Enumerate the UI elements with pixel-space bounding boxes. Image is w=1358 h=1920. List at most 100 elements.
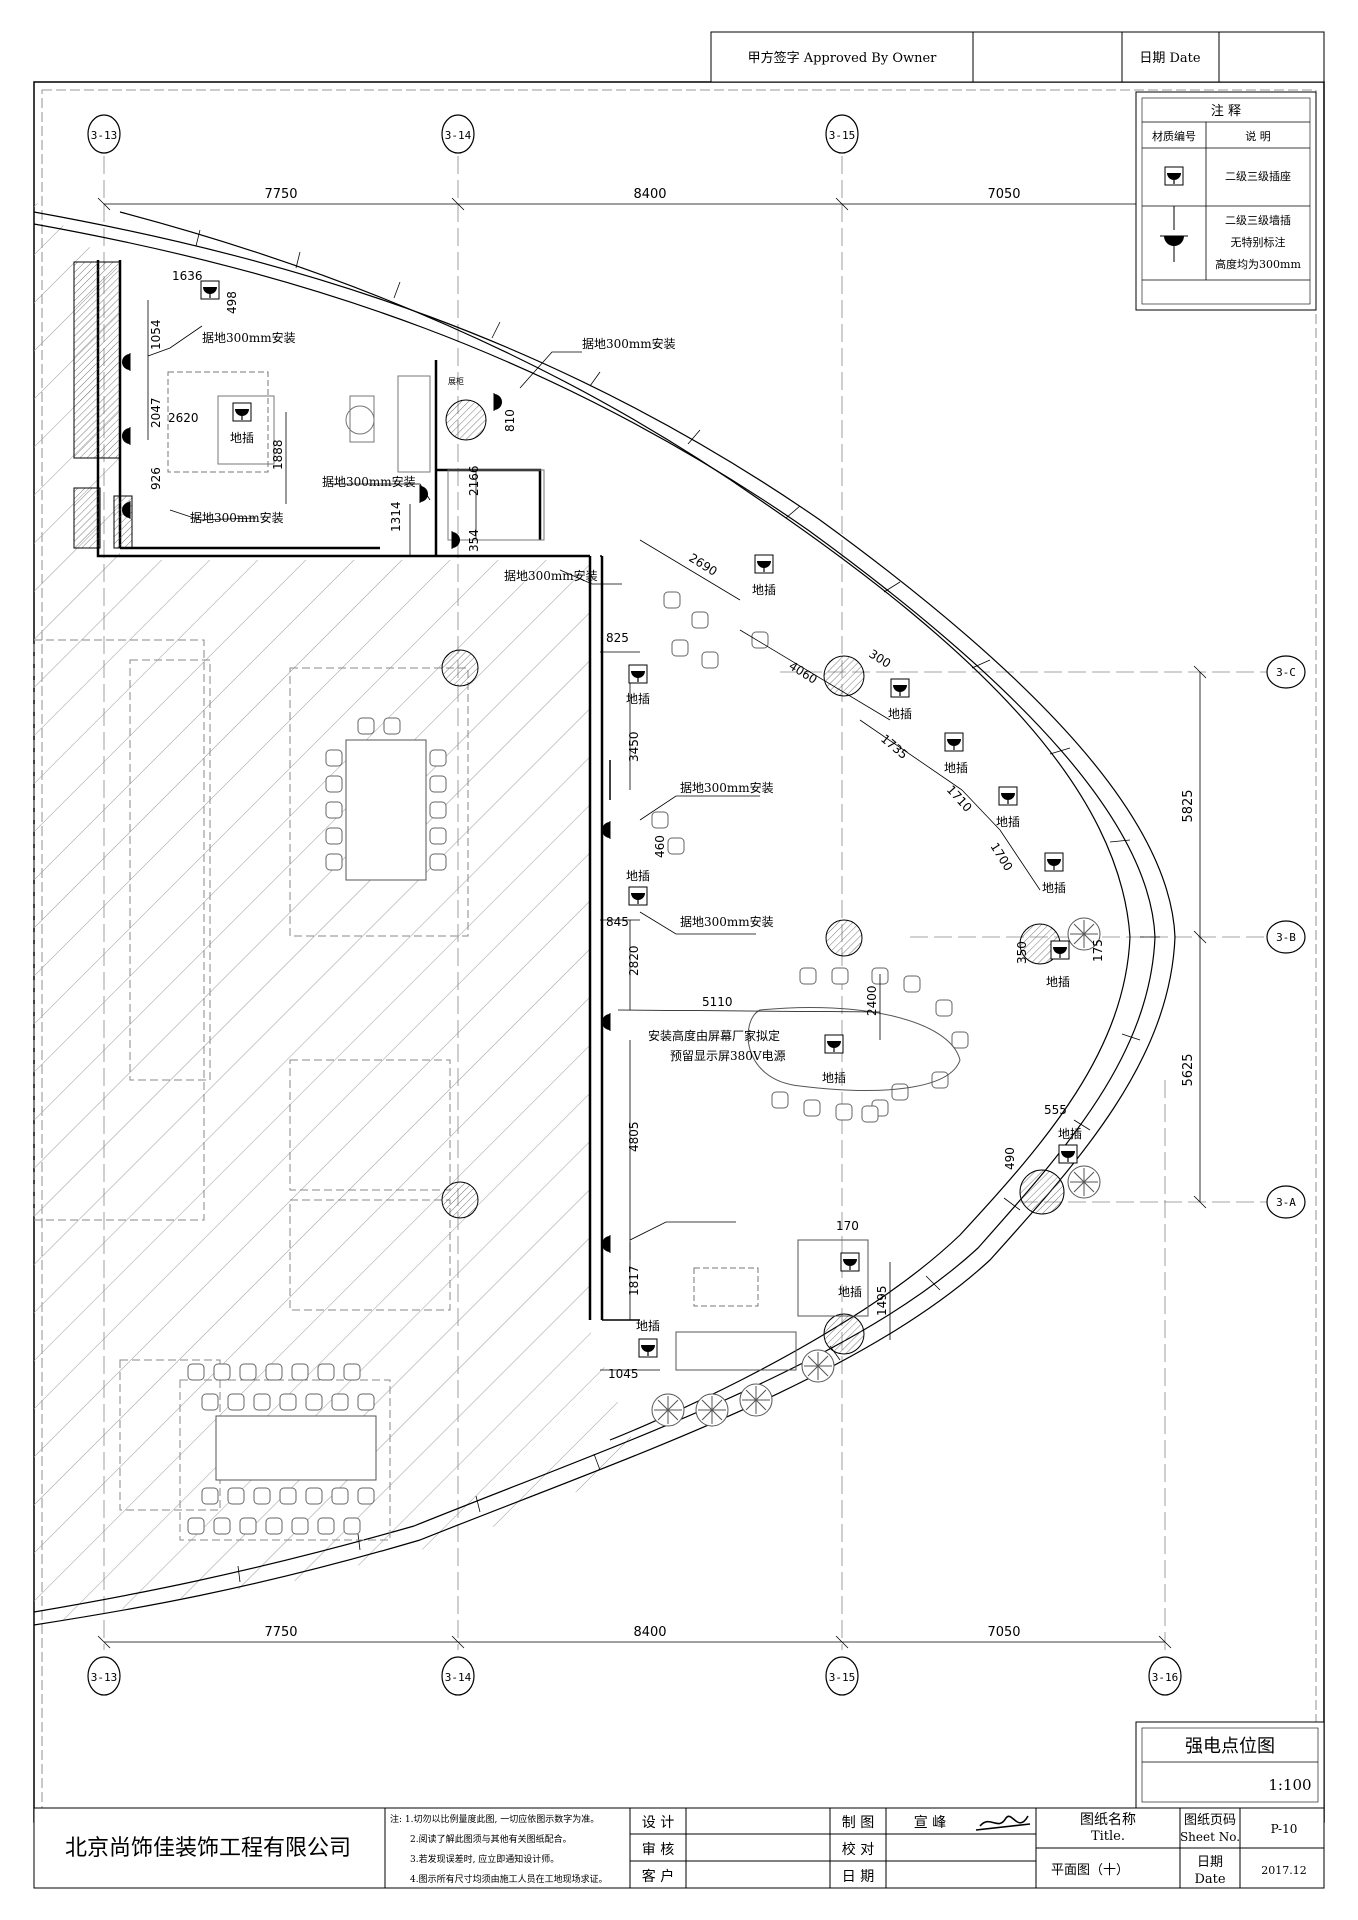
date-value: 2017.12 [1261,1864,1307,1877]
check-label: 校 对 [842,1841,874,1858]
dimension-label: 8400 [633,187,666,202]
approval-box [710,31,1325,83]
review-label: 审 核 [642,1842,674,1858]
legend-title: 注 释 [1211,104,1241,119]
floor-socket-label: 地插 [626,869,650,883]
dimension-label: 825 [606,631,629,645]
grid-label: 3-15 [829,1671,856,1684]
legend-row2-line1: 二级三级墙插 [1225,213,1291,227]
legend-row2-line3: 高度均为300mm [1215,257,1301,271]
install-note: 据地300mm安装 [582,336,676,351]
title-value: 平面图（十） [1051,1863,1129,1878]
sheet-cn: 图纸页码 [1184,1813,1236,1828]
grid-label: 3-C [1276,666,1296,679]
floor-socket-label: 地插 [752,583,776,597]
legend-box [1135,91,1317,311]
date-en: Date [1194,1872,1225,1887]
footer-table [33,1807,1325,1889]
room-tag: 展柜 [448,376,464,386]
dimension-label: 1817 [627,1265,641,1296]
dimension-label: 460 [653,835,667,858]
dimension-label: 810 [503,409,517,432]
dimension-label: 1054 [149,319,163,350]
floor-socket-label: 地插 [626,692,650,706]
footer-note: 3.若发现误差时, 应立即通知设计师。 [410,1853,559,1865]
company-name: 北京尚饰佳装饰工程有限公司 [65,1836,351,1861]
grid-label: 3-B [1276,931,1296,944]
dimension-label: 5825 [1181,789,1196,822]
dimension-label: 300 [866,647,893,671]
dimension-label: 7050 [987,187,1020,202]
dimension-label: 7750 [264,187,297,202]
footer-note: 注: 1.切勿以比例量度此图, 一切应依图示数字为准。 [390,1813,599,1825]
dimension-label: 4060 [786,659,819,687]
hatched-area [34,560,640,1625]
install-note: 据地300mm安装 [680,914,774,929]
draw-label: 制 图 [842,1815,874,1831]
dimension-label: 5110 [702,995,733,1009]
grid-label: 3-A [1276,1196,1296,1209]
grid-label: 3-13 [91,1671,118,1684]
dimension-label: 490 [1003,1147,1017,1170]
dimension-label: 2166 [467,465,481,496]
title-en: Title. [1091,1829,1125,1844]
floor-socket-label: 地插 [636,1319,660,1333]
draw-name: 宣 峰 [914,1815,946,1831]
grid-bubbles-top [87,114,1306,1696]
approved-label: 甲方签字 Approved By Owner [748,50,938,66]
dimension-label: 3450 [627,731,641,762]
floor-socket-label: 地插 [888,707,912,721]
dimension-label: 498 [225,291,239,314]
legend-row1: 二级三级插座 [1225,169,1291,183]
drawing-name: 强电点位图 [1185,1736,1275,1757]
floor-socket-label: 地插 [944,761,968,775]
dimension-label: 354 [467,529,481,552]
dimension-label: 7050 [987,1625,1020,1640]
sheet-value: P-10 [1271,1822,1298,1836]
dimension-label: 1735 [878,732,910,762]
dimension-label: 350 [1015,941,1029,964]
dimension-label: 175 [1091,939,1105,962]
footer-note: 4.图示所有尺寸均须由施工人员在工地现场求证。 [410,1873,608,1885]
dimension-label: 7750 [264,1625,297,1640]
install-note: 据地300mm安装 [190,510,284,525]
screen-note: 预留显示屏380V电源 [670,1049,786,1063]
install-note: 据地300mm安装 [202,330,296,345]
install-note: 据地300mm安装 [322,474,416,489]
install-note: 据地300mm安装 [680,780,774,795]
sheet-en: Sheet No. [1180,1830,1240,1844]
drawing-scale: 1:100 [1268,1776,1311,1794]
screen-note: 安装高度由屏幕厂家拟定 [648,1028,780,1043]
install-note: 据地300mm安装 [504,568,598,583]
dimension-label: 1495 [875,1285,889,1316]
legend-col-code: 材质编号 [1152,129,1196,143]
footer-note: 2.阅读了解此图须与其他有关图纸配合。 [410,1833,572,1845]
dimension-label: 2820 [627,945,641,976]
drawing-title-box [1135,1721,1325,1809]
dimension-label: 5625 [1181,1053,1196,1086]
dimension-label: 2400 [865,985,879,1016]
dimension-label: 845 [606,915,629,929]
dimension-label: 555 [1044,1103,1067,1117]
dimension-label: 1314 [389,501,403,532]
legend-col-desc: 说 明 [1245,129,1271,143]
dimension-label: 170 [836,1219,859,1233]
grid-label: 3-13 [91,129,118,142]
signature [975,1815,1031,1831]
footer-date-label: 日 期 [842,1869,874,1885]
floor-socket-label: 地插 [996,815,1020,829]
date-cn: 日期 [1197,1855,1223,1870]
floor-socket-label: 地插 [230,431,254,445]
meeting-table [345,739,427,881]
dimension-label: 1636 [172,269,203,283]
floor-socket-label: 地插 [1058,1127,1082,1141]
dimension-label: 2620 [168,411,199,425]
dimension-label: 1045 [608,1367,639,1381]
dimension-label: 8400 [633,1625,666,1640]
dimension-label: 1888 [271,439,285,470]
dimension-label: 1700 [987,840,1015,873]
date-header-label: 日期 Date [1139,51,1201,66]
curved-facade [33,211,1176,1626]
grid-label: 3-14 [445,1671,472,1684]
